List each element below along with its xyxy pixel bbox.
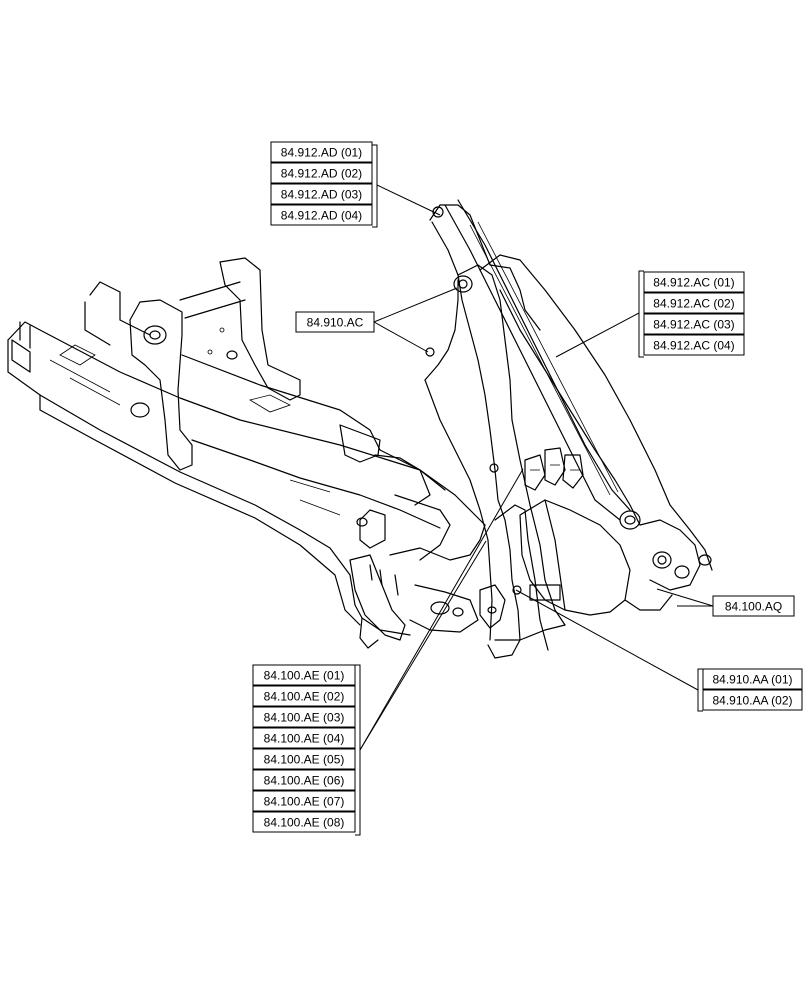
boom-drawing bbox=[424, 199, 713, 659]
callout-label: 84.100.AE (03) bbox=[264, 711, 345, 725]
callout-label: 84.912.AC (04) bbox=[653, 339, 734, 353]
callout-label: 84.910.AA (02) bbox=[712, 694, 792, 708]
callout-84-912-ad: 84.912.AD (01) 84.912.AD (02) 84.912.AD … bbox=[270, 141, 373, 226]
callout-84-912-ac: 84.912.AC (01) 84.912.AC (02) 84.912.AC … bbox=[643, 271, 745, 356]
callout-label: 84.912.AD (03) bbox=[281, 188, 362, 202]
callout-label: 84.910.AC bbox=[307, 316, 364, 330]
callout-label: 84.100.AE (02) bbox=[264, 690, 345, 704]
callout-label: 84.100.AE (08) bbox=[264, 816, 345, 830]
callout-84-100-aq: 84.100.AQ bbox=[712, 595, 795, 617]
callout-84-910-ac: 84.910.AC bbox=[295, 311, 375, 333]
callout-label: 84.100.AE (01) bbox=[264, 669, 345, 683]
callout-label: 84.912.AD (02) bbox=[281, 167, 362, 181]
callout-84-100-ae: 84.100.AE (01) 84.100.AE (02) 84.100.AE … bbox=[252, 664, 356, 833]
callout-label: 84.912.AC (02) bbox=[653, 297, 734, 311]
leader-lines bbox=[355, 144, 714, 836]
callout-label: 84.912.AD (01) bbox=[281, 146, 362, 160]
callout-label: 84.100.AE (06) bbox=[264, 774, 345, 788]
callout-label: 84.100.AE (04) bbox=[264, 732, 345, 746]
callout-label: 84.912.AD (04) bbox=[281, 209, 362, 223]
callout-label: 84.100.AQ bbox=[725, 600, 782, 614]
callout-label: 84.910.AA (01) bbox=[712, 673, 792, 687]
callout-84-910-aa: 84.910.AA (01) 84.910.AA (02) bbox=[702, 668, 803, 711]
callout-label: 84.100.AE (05) bbox=[264, 753, 345, 767]
callout-label: 84.912.AC (01) bbox=[653, 276, 734, 290]
backhoe-frame-drawing bbox=[7, 257, 506, 649]
callout-label: 84.912.AC (03) bbox=[653, 318, 734, 332]
callout-label: 84.100.AE (07) bbox=[264, 795, 345, 809]
